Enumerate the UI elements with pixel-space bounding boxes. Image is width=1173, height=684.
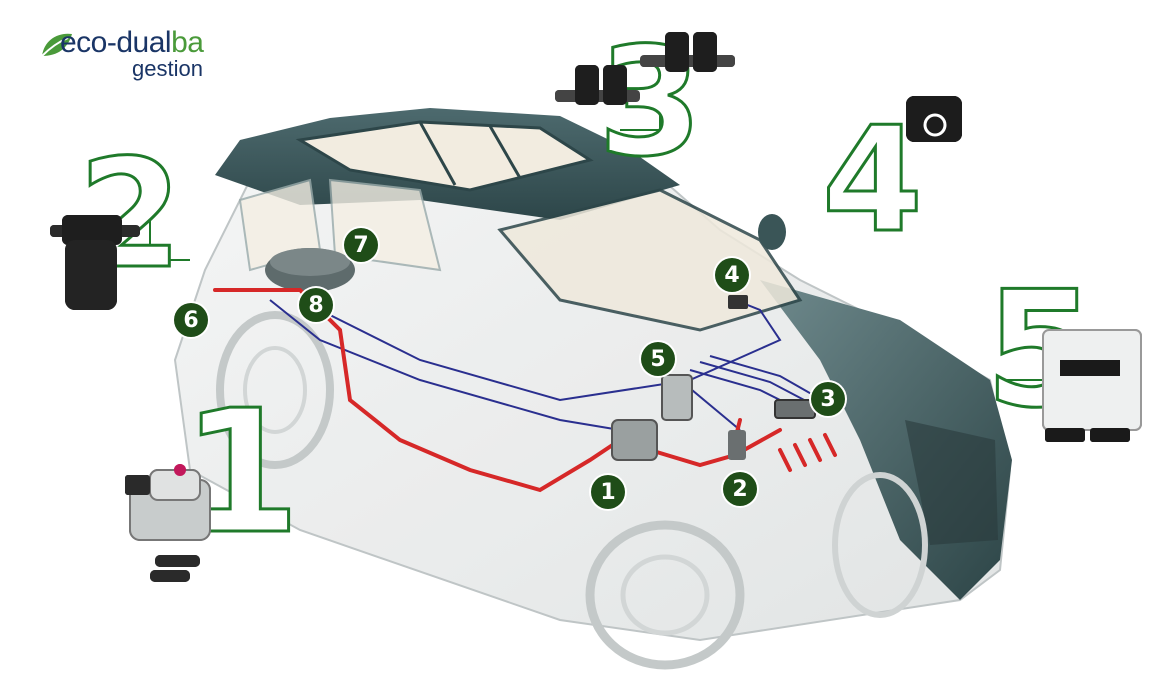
- car-body: [173, 108, 1012, 642]
- marker-4: 4: [715, 258, 749, 292]
- gas-filter-overlay: [50, 215, 140, 310]
- marker-2: 2: [723, 472, 757, 506]
- logo-sub-text: gestion: [132, 56, 203, 81]
- marker-8: 8: [299, 288, 333, 322]
- wheels: [216, 311, 928, 670]
- marker-3: 3: [811, 382, 845, 416]
- brand-logo: eco-dualba gestion: [38, 22, 228, 86]
- marker-6: 6: [174, 303, 208, 337]
- installed-components: [611, 295, 816, 461]
- logo-main-text: eco-dualba: [60, 26, 204, 59]
- leaf-icon: [41, 33, 72, 57]
- dashboard-switch-overlay: [906, 96, 962, 142]
- marker-5: 5: [641, 342, 675, 376]
- marker-7: 7: [344, 228, 378, 262]
- control-unit-overlay: [1042, 329, 1142, 442]
- gas-injectors-overlay: [555, 32, 735, 105]
- pressure-reducer-overlay: [125, 464, 211, 582]
- marker-1: 1: [591, 475, 625, 509]
